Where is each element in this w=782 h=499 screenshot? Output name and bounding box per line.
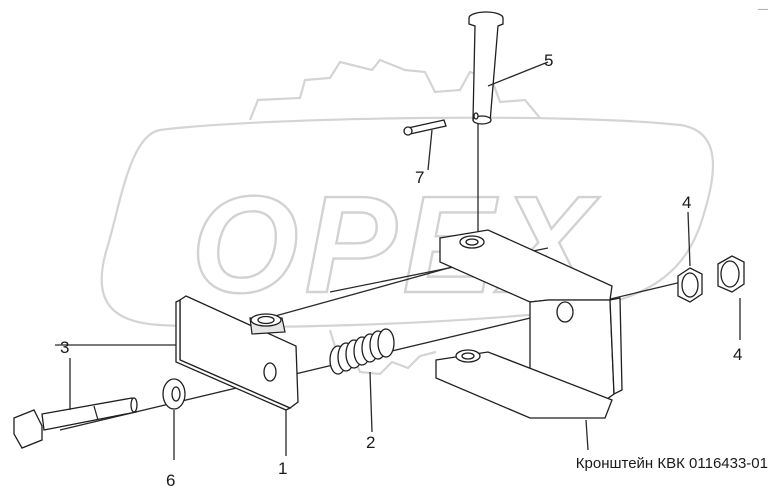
part-1-plate bbox=[175, 295, 299, 411]
part-7-cotter-pin bbox=[403, 119, 447, 136]
callout-label-1: 1 bbox=[278, 459, 287, 478]
part-6-washer bbox=[162, 378, 186, 410]
callout-label-4-bottom: 4 bbox=[733, 345, 742, 364]
part-4-nut-1 bbox=[677, 267, 703, 303]
part-caption: Кронштейн КВК 0116433-01 bbox=[576, 455, 768, 472]
callout-label-3: 3 bbox=[60, 338, 69, 357]
part-4-nut-2 bbox=[717, 255, 745, 293]
u-bracket bbox=[435, 229, 623, 419]
callout-label-7: 7 bbox=[415, 168, 424, 187]
callout-label-2: 2 bbox=[366, 433, 375, 452]
watermark-gear-icon bbox=[248, 58, 541, 121]
callout-label-6: 6 bbox=[166, 471, 175, 490]
part-3-bolt bbox=[13, 397, 138, 449]
callout-label-5: 5 bbox=[544, 51, 553, 70]
leader-lines bbox=[69, 61, 741, 460]
corner-mark: — bbox=[758, 4, 768, 15]
part-2-spring bbox=[329, 328, 395, 375]
part-5-pin bbox=[468, 11, 504, 125]
callout-label-4-top: 4 bbox=[682, 193, 691, 212]
